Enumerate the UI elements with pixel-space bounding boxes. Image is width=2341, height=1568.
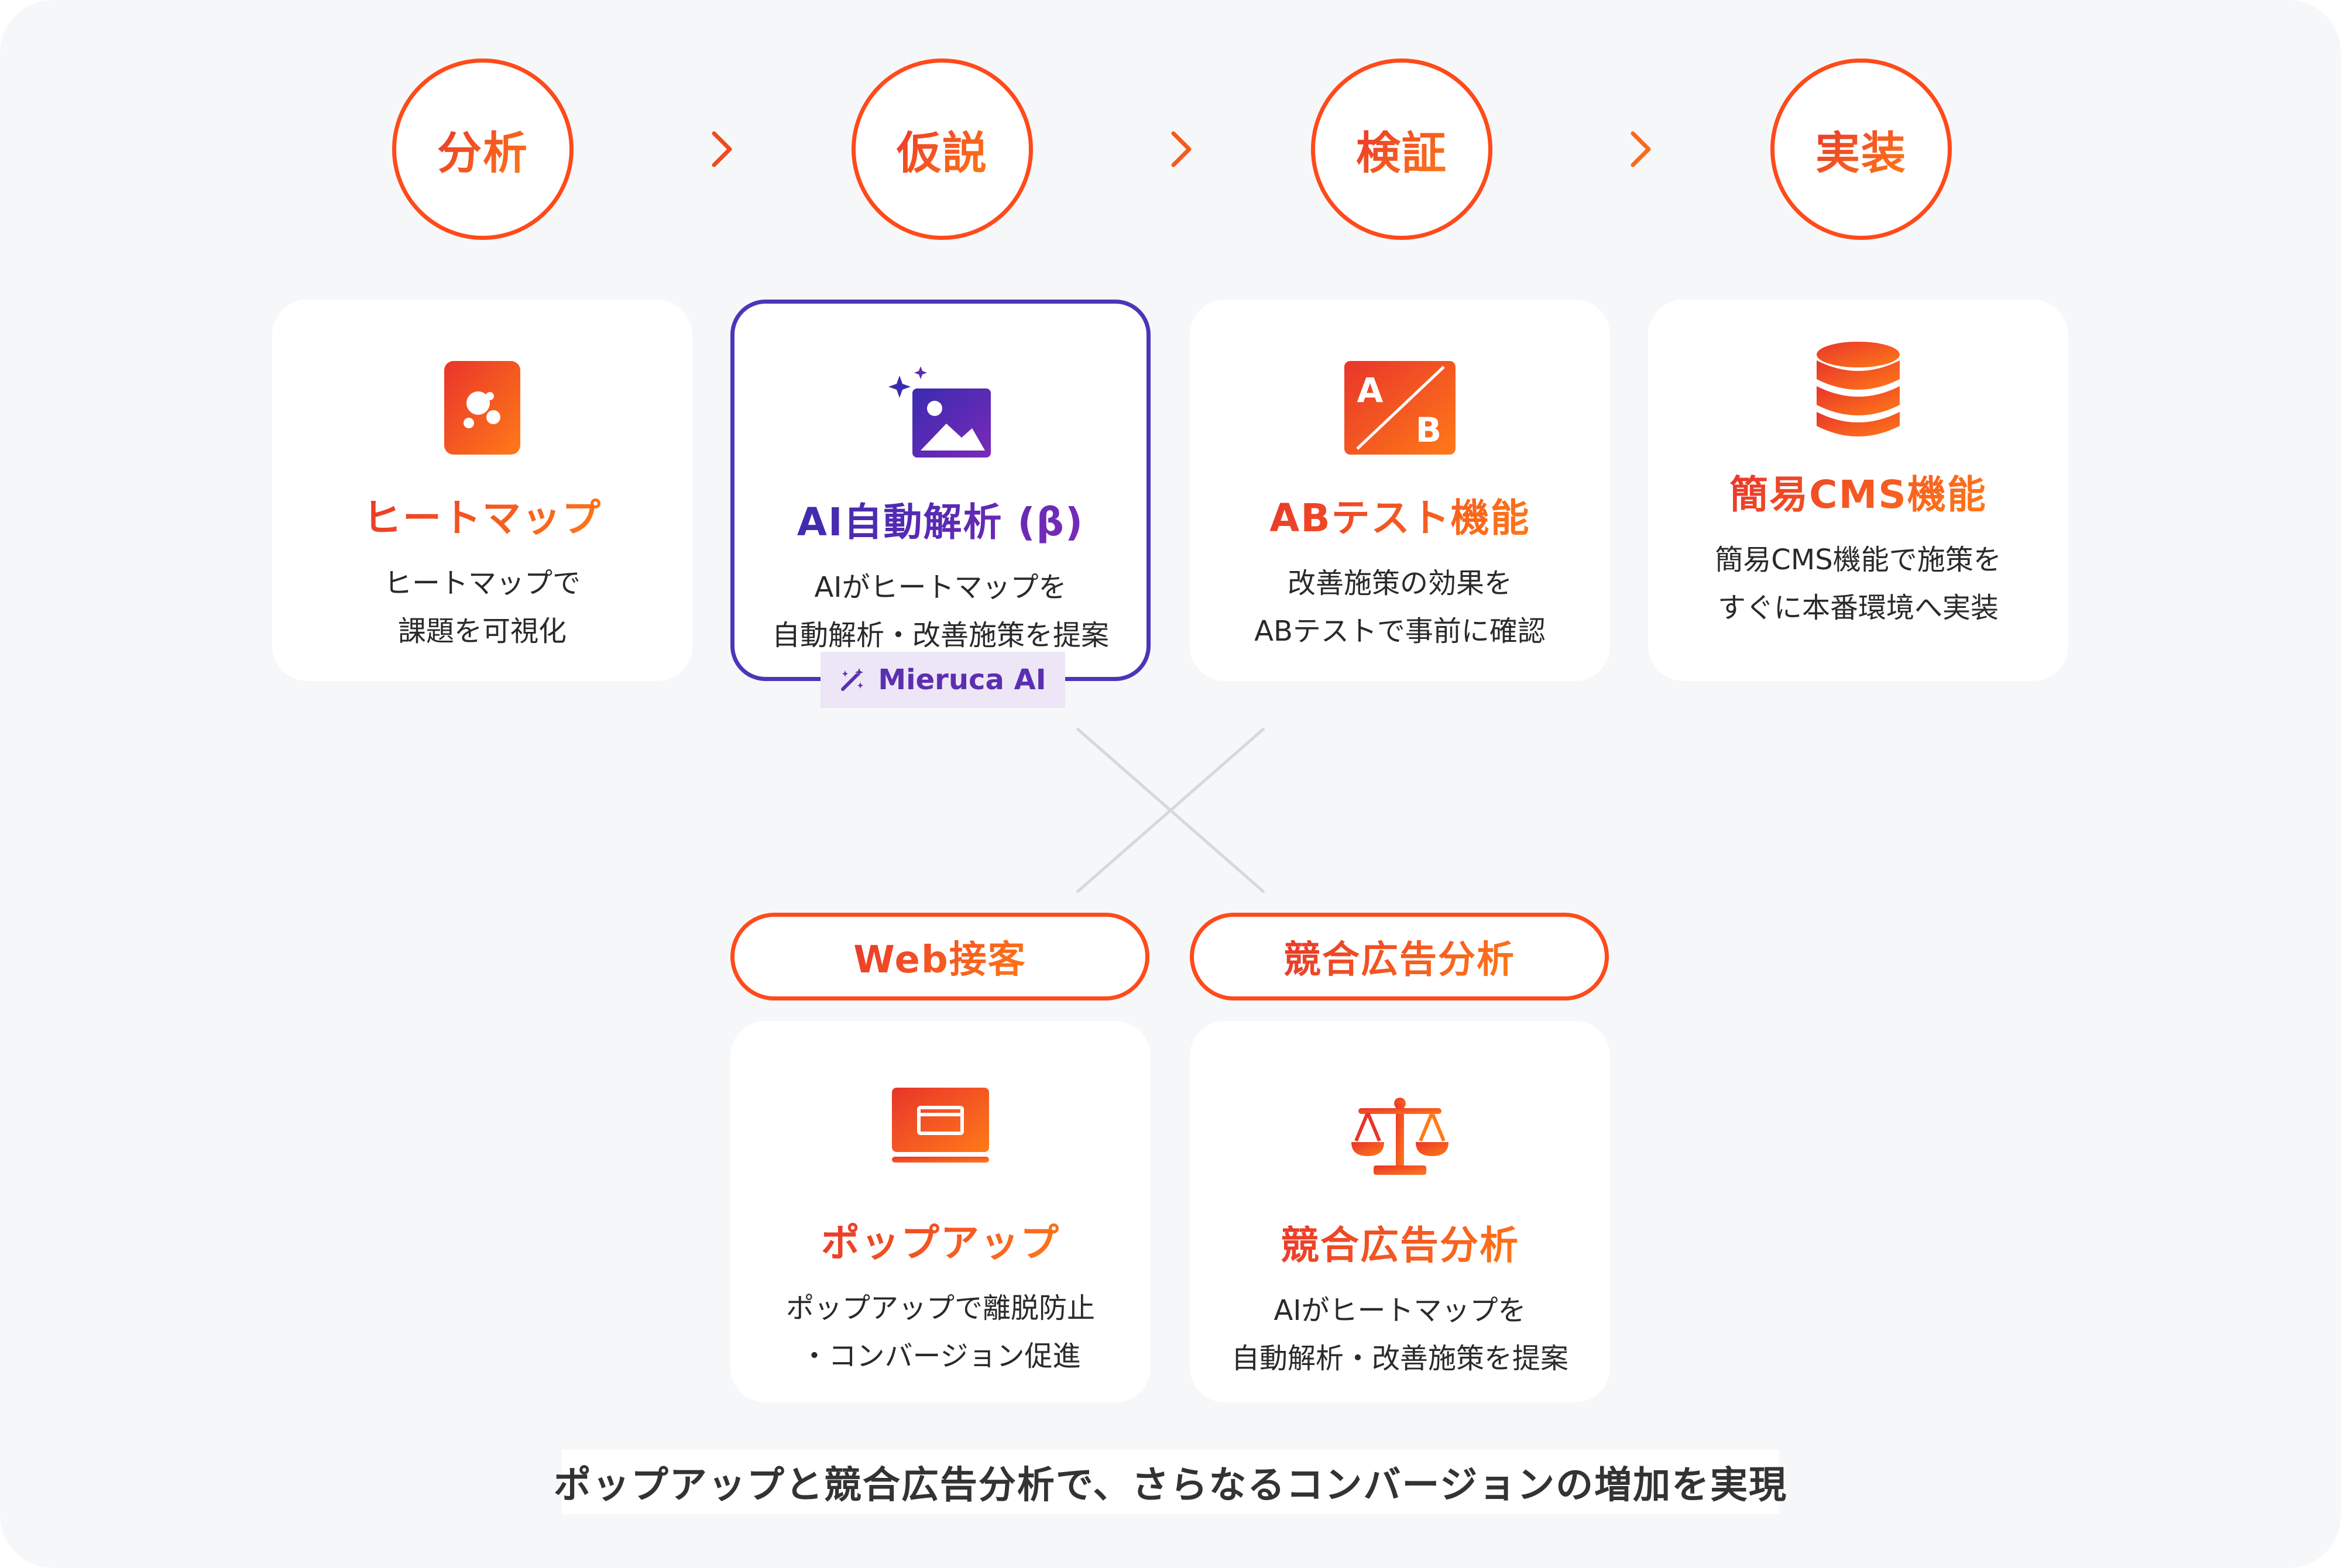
heatmap-icon bbox=[444, 361, 520, 455]
process-flow-line bbox=[272, 131, 2075, 167]
summary-caption: ポップアップと競合広告分析で、さらなるコンバージョンの増加を実現 bbox=[554, 1450, 1786, 1514]
card-cms: 簡易CMS機能 簡易CMS機能で施策を すぐに本番環境へ実装 bbox=[1648, 300, 2068, 681]
card-description: AIがヒートマップを 自動解析・改善施策を提案 bbox=[771, 571, 1109, 652]
card-description: AIがヒートマップを 自動解析・改善施策を提案 bbox=[1231, 1294, 1568, 1375]
card-popup: ポップアップ ポップアップで離脱防止 ・コンバージョン促進 bbox=[730, 1021, 1151, 1402]
ai-image-sparkle-icon bbox=[888, 366, 991, 458]
step-analysis: 分析 bbox=[392, 59, 574, 240]
magic-wand-icon bbox=[841, 668, 864, 691]
step-hypothesis: 仮説 bbox=[852, 59, 1033, 240]
ab-test-icon: A B bbox=[1344, 361, 1456, 455]
card-title: AI自動解析 (β) bbox=[797, 491, 1084, 547]
svg-text:A: A bbox=[1357, 370, 1384, 410]
card-heatmap: ヒートマップ ヒートマップで 課題を可視化 bbox=[272, 300, 692, 681]
pill-competitor-ad-analysis: 競合広告分析 bbox=[1190, 913, 1609, 1000]
arrow-right-icon bbox=[712, 131, 732, 167]
badge-label: Mieruca AI bbox=[878, 663, 1046, 696]
step-label: 検証 bbox=[1356, 117, 1447, 181]
step-label: 分析 bbox=[437, 117, 528, 181]
arrow-right-icon bbox=[1171, 131, 1192, 167]
summary-text: ポップアップと競合広告分析で、さらなるコンバージョンの増加を実現 bbox=[553, 1464, 1788, 1507]
balance-scale-icon bbox=[1351, 1098, 1448, 1175]
popup-window-icon bbox=[892, 1088, 989, 1163]
card-title: 簡易CMS機能 bbox=[1729, 463, 1987, 520]
svg-text:B: B bbox=[1416, 410, 1441, 450]
arrow-right-icon bbox=[1631, 131, 1651, 167]
step-label: 仮説 bbox=[897, 117, 988, 181]
card-description: ポップアップで離脱防止 ・コンバージョン促進 bbox=[785, 1292, 1095, 1373]
card-ab-test: A B ABテスト機能 改善施策の効果を ABテストで事前に確認 bbox=[1190, 300, 1610, 681]
cross-icon bbox=[1076, 727, 1265, 893]
card-description: 改善施策の効果を ABテストで事前に確認 bbox=[1254, 567, 1546, 648]
card-title: ヒートマップ bbox=[363, 487, 602, 543]
step-label: 実装 bbox=[1815, 117, 1907, 181]
database-icon bbox=[1817, 342, 1900, 436]
pill-label: 競合広告分析 bbox=[1283, 930, 1515, 984]
card-description: 簡易CMS機能で施策を すぐに本番環境へ実装 bbox=[1715, 544, 2002, 624]
card-ai-analysis: AI自動解析 (β) AIがヒートマップを 自動解析・改善施策を提案 bbox=[730, 300, 1151, 681]
card-description: ヒートマップで 課題を可視化 bbox=[383, 567, 581, 648]
card-title: 競合広告分析 bbox=[1281, 1214, 1519, 1270]
card-title: ポップアップ bbox=[821, 1212, 1060, 1268]
step-verification: 検証 bbox=[1311, 59, 1492, 240]
pill-label: Web接客 bbox=[853, 930, 1027, 984]
mieruca-ai-badge: Mieruca AI bbox=[821, 652, 1065, 708]
pill-web-customer-service: Web接客 bbox=[730, 913, 1149, 1000]
card-title: ABテスト機能 bbox=[1269, 487, 1530, 543]
card-competitor-analysis: 競合広告分析 AIがヒートマップを 自動解析・改善施策を提案 bbox=[1190, 1021, 1610, 1402]
step-implementation: 実装 bbox=[1770, 59, 1952, 240]
